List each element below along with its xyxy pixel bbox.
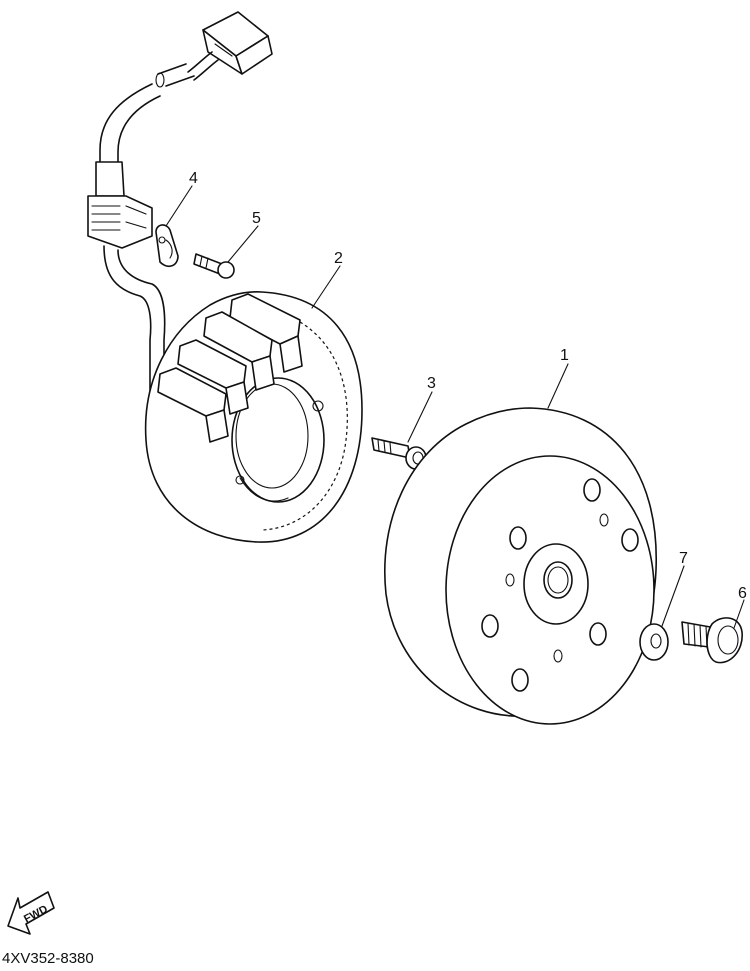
- stator-bolt: [371, 437, 427, 470]
- callout-6: 6: [738, 585, 747, 602]
- fwd-arrow-icon: FWD: [7, 891, 55, 935]
- wire-harness: [87, 11, 273, 421]
- callout-4: 4: [189, 170, 198, 187]
- callout-2: 2: [334, 250, 343, 267]
- washer: [639, 623, 669, 661]
- rotor: [384, 407, 657, 725]
- callout-7: 7: [679, 550, 688, 567]
- callout-5: 5: [252, 210, 261, 227]
- diagram-part-number: 4XV352-8380: [2, 950, 94, 966]
- rotor-nut: [681, 617, 743, 664]
- callout-3: 3: [427, 375, 436, 392]
- stator-assembly: [144, 291, 363, 543]
- callout-1: 1: [560, 347, 569, 364]
- leader-lines: [165, 185, 745, 629]
- clamp-screw: [193, 253, 235, 279]
- lead-clamp: [155, 224, 179, 268]
